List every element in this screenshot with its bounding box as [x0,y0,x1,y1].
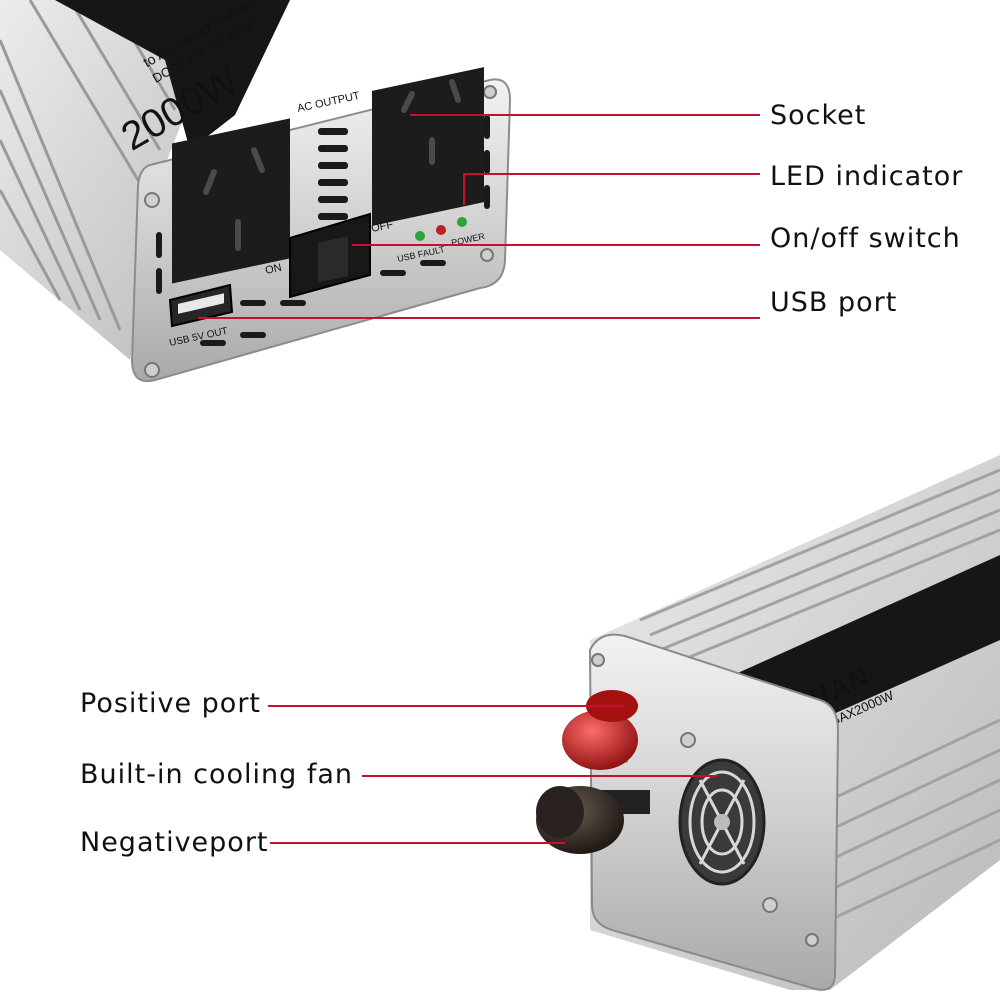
negative-terminal [536,786,650,854]
vent-slots [156,115,490,346]
cooling-fan [678,758,766,886]
led-fault-icon [436,225,446,235]
bottom-housing-fins [639,468,1000,922]
top-label-panel [55,0,290,150]
callout-led-indicator: LED indicator [770,161,964,192]
screw-icon [144,192,160,208]
screw-icon [480,248,494,262]
left-socket-pins [203,147,265,251]
callout-on-off-switch: On/off switch [770,223,961,254]
right-socket-pins [401,79,461,165]
right-socket [372,67,484,226]
screw-icon [591,653,605,667]
ac-output-label: AC OUTPUT [296,90,361,115]
switch-off-label: OFF [370,219,394,235]
screw-icon [144,362,160,378]
callout-cooling-fan: Built-in cooling fan [80,759,354,790]
top-housing-fins [0,0,192,331]
led-usb-icon [415,231,425,241]
led-power-icon [457,217,467,227]
screw-icon [483,85,497,99]
callout-socket: Socket [770,100,867,131]
top-inverter: 2000W to AC power inverter DC 12V to AC … [0,0,512,382]
callout-negative-port: Negativeport [80,827,269,858]
positive-terminal [562,690,638,770]
screw-icon [805,933,819,947]
screw-icon [762,897,778,913]
leader-led [463,173,760,205]
leader-lines [198,114,760,844]
switch-on-label: ON [264,262,283,277]
screw-icon [680,732,696,748]
callout-usb-port: USB port [770,287,898,318]
bottom-inverter: LVYUAN DX-GAX2000W [536,455,1000,991]
left-socket [172,118,290,284]
callout-positive-port: Positive port [80,688,262,719]
top-housing-side [0,0,230,360]
